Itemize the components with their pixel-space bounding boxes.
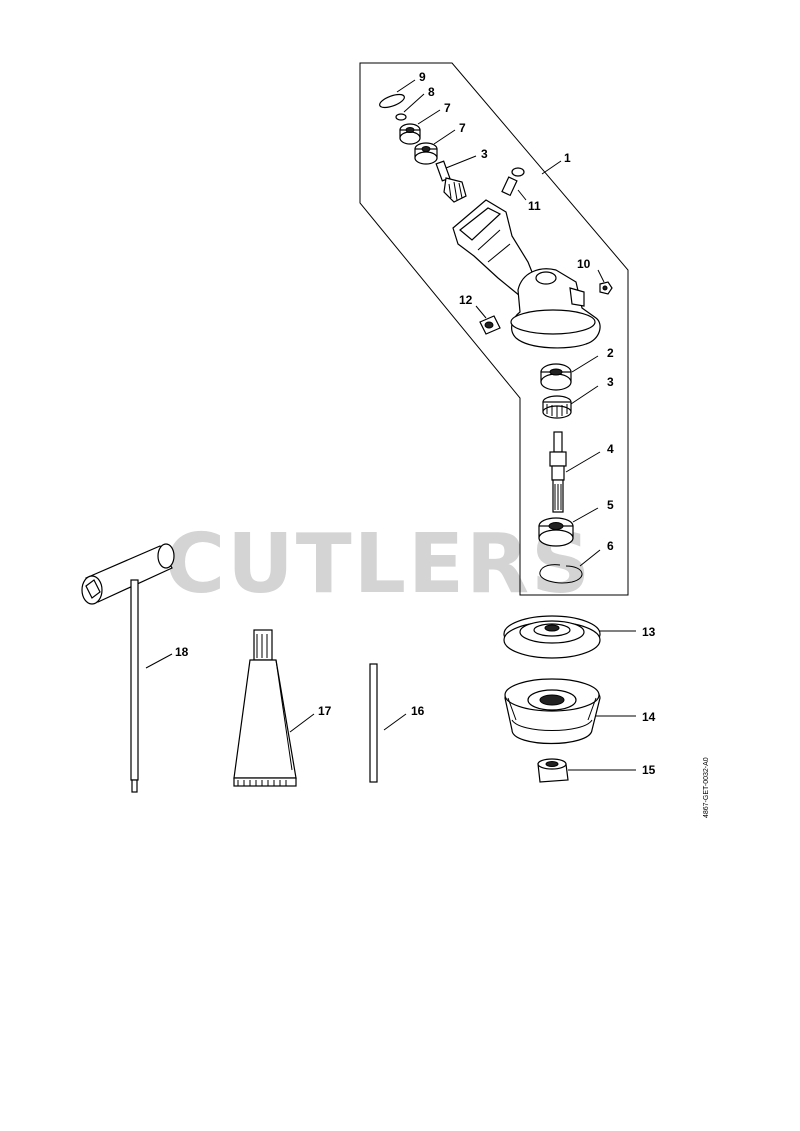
callout-16: 16 (411, 704, 425, 718)
part-18-wrench (81, 543, 175, 793)
leader-lines (145, 79, 636, 771)
callout-13: 13 (642, 625, 656, 639)
callout-8: 8 (428, 85, 435, 99)
part-14-thrust-cup (504, 678, 601, 744)
part-7-bearing-lower (414, 142, 438, 165)
part-16-pin (369, 663, 378, 783)
part-10-nut (599, 281, 613, 295)
part-2-bearing (540, 363, 572, 391)
part-8-washer (395, 113, 407, 121)
part-12-plug-screw (479, 315, 501, 335)
part-3-pinion-upper (435, 160, 467, 203)
callout-7-lower: 7 (459, 121, 466, 135)
part-5-bearing (538, 517, 574, 547)
callouts: 9 8 7 7 3 1 11 10 12 2 3 4 5 6 13 14 15 … (175, 70, 656, 777)
drawing-code: 4867-GET-0032-A0 (703, 757, 710, 818)
part-1-gear-housing (452, 199, 601, 349)
callout-3-lower: 3 (607, 375, 614, 389)
callout-3-upper: 3 (481, 147, 488, 161)
watermark: CUTLERS (165, 517, 592, 612)
callout-12: 12 (459, 293, 473, 307)
callout-2: 2 (607, 346, 614, 360)
callout-17: 17 (318, 704, 332, 718)
part-3-bevel-gear (542, 395, 572, 419)
callout-11: 11 (528, 199, 541, 213)
callout-9: 9 (419, 70, 426, 84)
callout-6: 6 (607, 539, 614, 553)
part-11-screw (501, 167, 525, 197)
callout-4: 4 (607, 442, 614, 456)
part-6-circlip (539, 564, 583, 584)
assembly-outline (359, 62, 629, 596)
callout-15: 15 (642, 763, 656, 777)
part-15-nut (537, 758, 569, 783)
callout-7-upper: 7 (444, 101, 451, 115)
part-4-shaft (549, 431, 567, 513)
part-9-circlip (379, 93, 405, 109)
callout-14: 14 (642, 710, 656, 724)
part-7-bearing-upper (399, 123, 421, 145)
part-13-thrust-plate (503, 615, 601, 659)
callout-1: 1 (564, 151, 571, 165)
callout-5: 5 (607, 498, 614, 512)
callout-18: 18 (175, 645, 189, 659)
callout-10: 10 (577, 257, 591, 271)
part-17-grease-tube (233, 629, 297, 787)
